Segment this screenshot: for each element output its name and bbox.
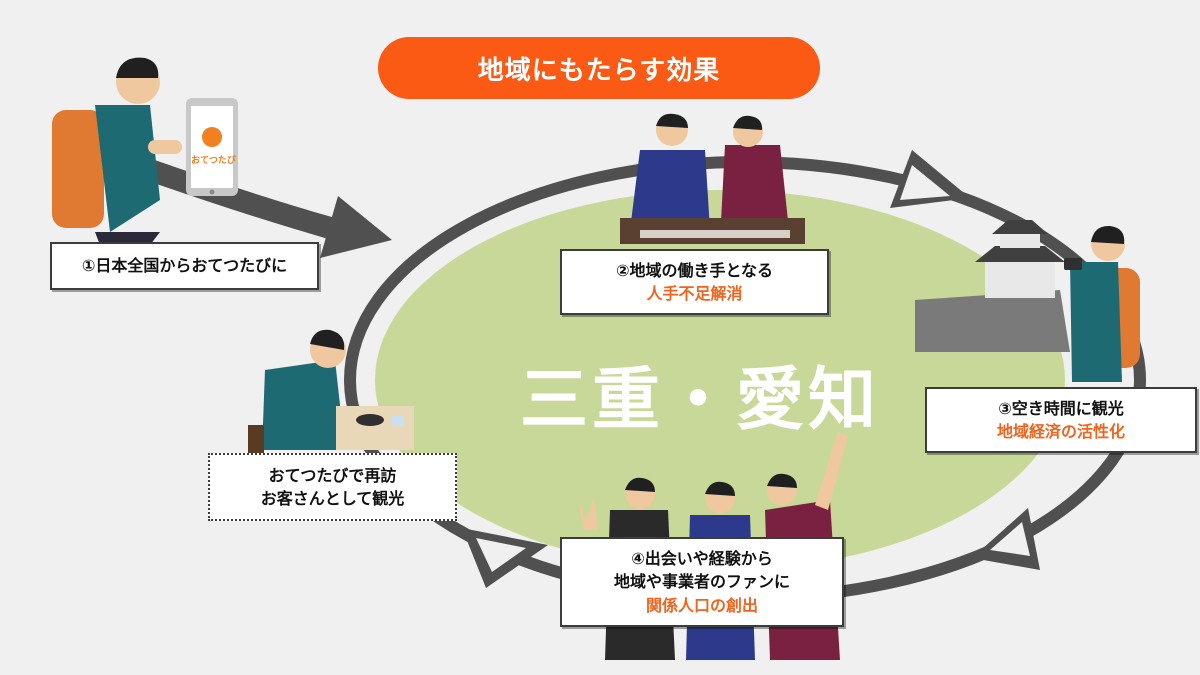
guest-body <box>262 360 345 450</box>
castle-roof-2 <box>992 220 1048 234</box>
revisit-box: おてつたびで再訪 お客さんとして観光 <box>208 453 457 521</box>
cycle-arrowhead-top-right-inner <box>900 165 950 200</box>
step-3-box: ③空き時間に観光 地域経済の活性化 <box>925 387 1197 453</box>
castle-illustration <box>915 220 1070 352</box>
step-4-text-line-2: 地域や事業者のファンに <box>613 572 790 592</box>
photographer-figure <box>1064 225 1140 382</box>
step-2-box: ②地域の働き手となる 人手不足解消 <box>560 249 829 315</box>
step-3-text: ③空き時間に観光 <box>998 398 1124 418</box>
traveler-legs <box>95 232 160 245</box>
phone-home-button <box>209 189 215 195</box>
guest-hair <box>310 329 345 350</box>
worker-2-hair <box>733 115 763 130</box>
app-logo-text: おてつたび <box>191 156 236 166</box>
photographer-hair <box>1091 225 1125 244</box>
fan-peace-hand-left <box>578 498 598 530</box>
fan-1-hair <box>625 477 655 492</box>
step-4-highlight: 関係人口の創出 <box>645 595 758 615</box>
worker-1-hair <box>656 113 688 128</box>
step-3-highlight: 地域経済の活性化 <box>996 422 1125 441</box>
table <box>336 406 414 450</box>
photographer-body <box>1070 262 1122 382</box>
revisit-text-line-2: お客さんとして観光 <box>260 489 405 508</box>
entry-arrow-shaft <box>139 159 341 239</box>
cycle-arrowhead-right-inner <box>990 522 1030 556</box>
step-4-box: ④出会いや経験から 地域や事業者のファンに 関係人口の創出 <box>560 537 844 627</box>
traveler-hair <box>116 57 159 78</box>
traveler-arm <box>148 140 182 154</box>
revisit-guest-figure <box>248 329 414 453</box>
app-logo-icon <box>202 127 222 147</box>
fan-2-hair <box>705 481 735 496</box>
step-2-text: ②地域の働き手となる <box>615 260 774 280</box>
food-tray <box>392 416 404 426</box>
workers-figures <box>620 113 805 244</box>
castle-tower <box>1000 232 1040 248</box>
chair <box>248 425 264 453</box>
step-4-text-line-1: ④出会いや経験から <box>631 549 773 569</box>
traveler-backpack <box>52 110 104 228</box>
fan-3-hair <box>767 473 797 488</box>
worker-2-body <box>720 145 790 240</box>
traveler-figure <box>52 57 182 245</box>
food-bowl <box>356 414 384 426</box>
counter-top <box>640 230 790 238</box>
phone-illustration <box>186 98 238 196</box>
step-1-box: ①日本全国からおてつたびに <box>50 242 319 290</box>
castle-roof-1 <box>975 246 1065 262</box>
step-2-highlight: 人手不足解消 <box>646 284 743 303</box>
traveler-body <box>95 105 160 232</box>
effects-title-pill: 地域にもたらす効果 <box>378 37 820 99</box>
worker-1-body <box>630 150 710 230</box>
effects-title: 地域にもたらす効果 <box>477 55 721 86</box>
fan-3-raised-arm <box>815 432 848 510</box>
revisit-text-line-1: おてつたびで再訪 <box>268 465 397 485</box>
region-title: 三重・愛知 <box>519 360 880 440</box>
region-ellipse <box>375 190 1065 570</box>
step-1-text: ①日本全国からおてつたびに <box>81 256 288 276</box>
castle-wall <box>985 258 1055 298</box>
entry-arrowhead <box>320 196 392 258</box>
castle-base <box>915 290 1070 352</box>
camera-icon <box>1064 258 1082 270</box>
cycle-arrowhead-bottom-inner <box>476 538 526 572</box>
